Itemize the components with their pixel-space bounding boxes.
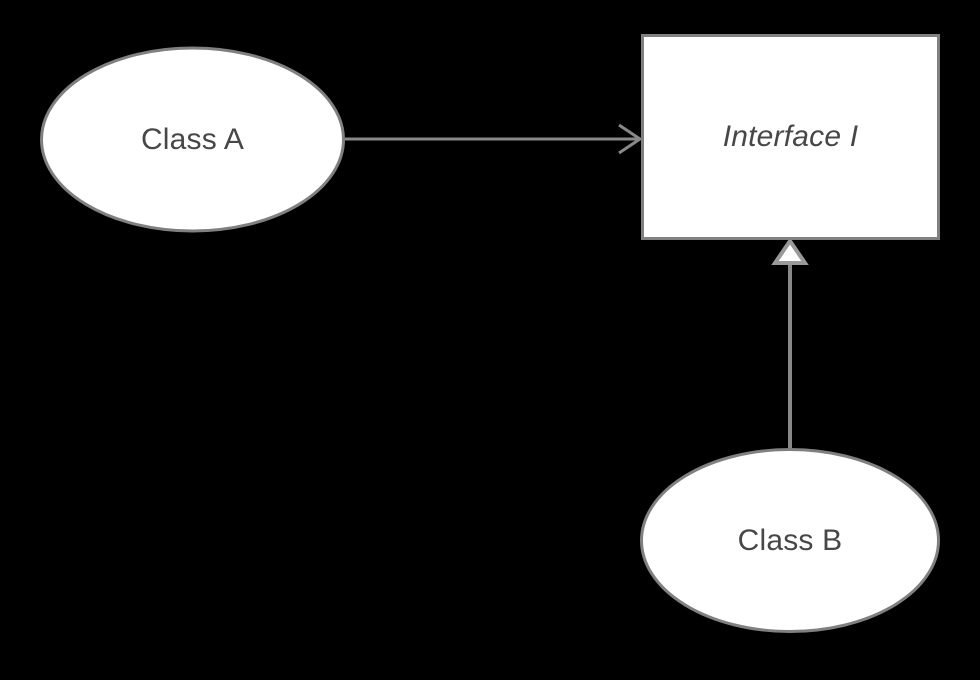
node-shape-interface-i[interactable] (641, 34, 940, 240)
open-v-arrowhead-icon (618, 123, 643, 155)
hollow-triangle-arrowhead-icon (771, 237, 809, 265)
node-shape-class-b[interactable] (640, 448, 940, 633)
node-shape-class-a[interactable] (40, 46, 345, 233)
edge-class-a-to-interface-i[interactable] (345, 123, 643, 155)
edge-class-b-to-interface-i[interactable] (771, 237, 809, 448)
